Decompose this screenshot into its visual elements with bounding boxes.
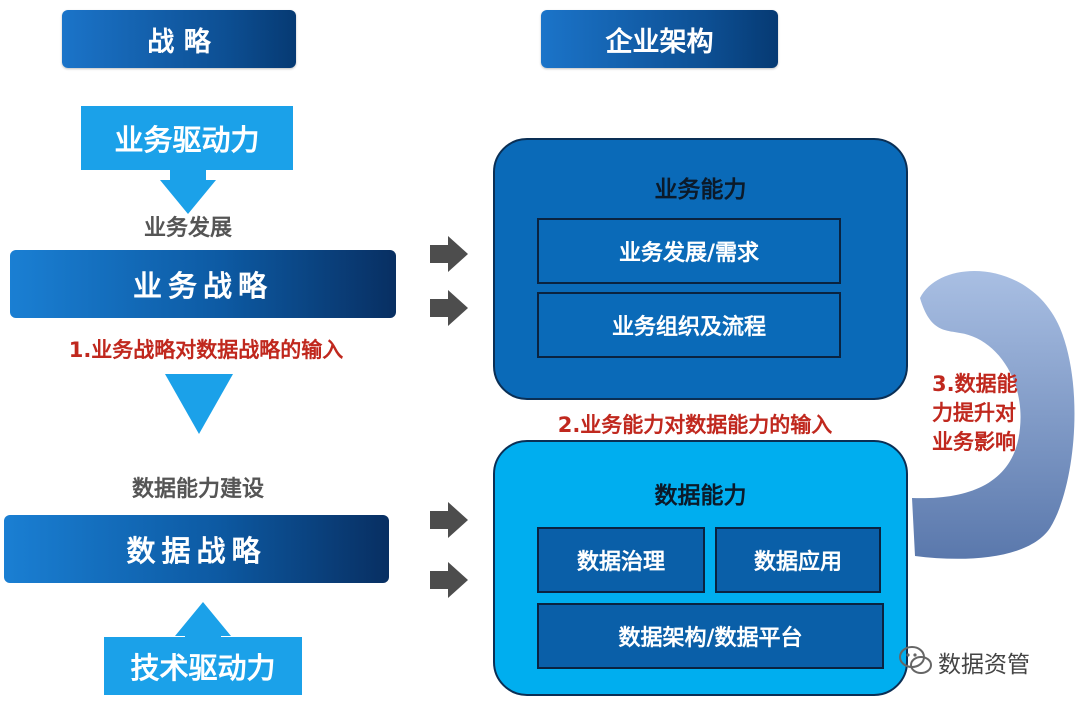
feedback-curve-icon	[912, 270, 1075, 559]
business-strategy-box: 业务战略	[10, 250, 396, 318]
business-driver-box: 业务驱动力	[81, 106, 293, 170]
tech-driver-arrow-icon	[175, 602, 231, 648]
right-arrow-icon	[430, 290, 468, 326]
tech-driver-box: 技术驱动力	[104, 637, 302, 695]
watermark-text: 数据资管	[938, 652, 1030, 678]
impact-3-line: 3.数据能	[932, 372, 1018, 396]
input-1-label: 1.业务战略对数据战略的输入	[68, 338, 344, 362]
data-strategy-box: 数据战略	[4, 515, 389, 583]
business-driver-arrow-icon	[160, 168, 216, 214]
wechat-icon	[899, 646, 932, 674]
data-capability-item: 数据架构/数据平台	[537, 603, 884, 669]
impact-3-line: 力提升对	[932, 401, 1016, 425]
right-arrow-icon	[430, 562, 468, 598]
business-capability-title: 业务能力	[654, 177, 747, 203]
data-capability-building-label: 数据能力建设	[131, 477, 264, 502]
impact-3-label: 3.数据能 力提升对 业务影响	[932, 370, 1042, 460]
right-arrow-icon	[430, 236, 468, 272]
data-capability-item: 数据治理	[537, 527, 705, 593]
data-capability-title: 数据能力	[654, 483, 747, 509]
impact-3-line: 业务影响	[932, 430, 1016, 454]
enterprise-architecture-header: 企业架构	[541, 10, 778, 68]
right-arrow-icon	[430, 502, 468, 538]
down-triangle-icon	[165, 374, 233, 434]
data-capability-item: 数据应用	[715, 527, 881, 593]
input-2-label: 2.业务能力对数据能力的输入	[557, 413, 833, 437]
business-capability-item: 业务发展/需求	[537, 218, 841, 284]
business-capability-item: 业务组织及流程	[537, 292, 841, 358]
business-development-label: 业务发展	[143, 216, 232, 241]
strategy-header: 战 略	[62, 10, 296, 68]
